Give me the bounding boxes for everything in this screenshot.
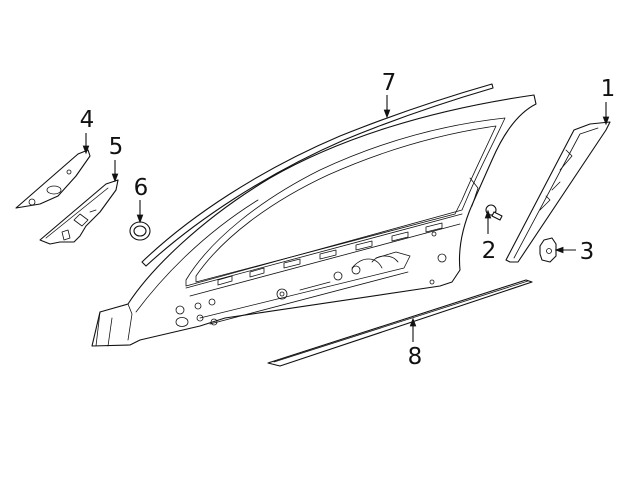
part-3-clip [539,237,557,263]
part-4-cover [15,149,91,209]
door-frame [91,94,537,347]
callout-1: 1 [601,76,616,102]
callout-8: 8 [408,344,423,370]
part-8-belt-molding [267,279,533,367]
part-1-applique [505,121,611,263]
callout-2: 2 [482,238,497,264]
callout-3: 3 [580,239,595,265]
callout-labels: 1 2 3 4 5 6 7 8 [80,70,616,370]
callout-7: 7 [382,70,397,96]
leader-arrows [82,95,610,342]
part-7-weatherstrip [141,83,494,267]
part-6-grommet [129,221,151,241]
callout-5: 5 [109,134,124,160]
sill-slots [217,222,443,286]
callout-6: 6 [134,175,149,201]
callout-4: 4 [80,107,95,133]
